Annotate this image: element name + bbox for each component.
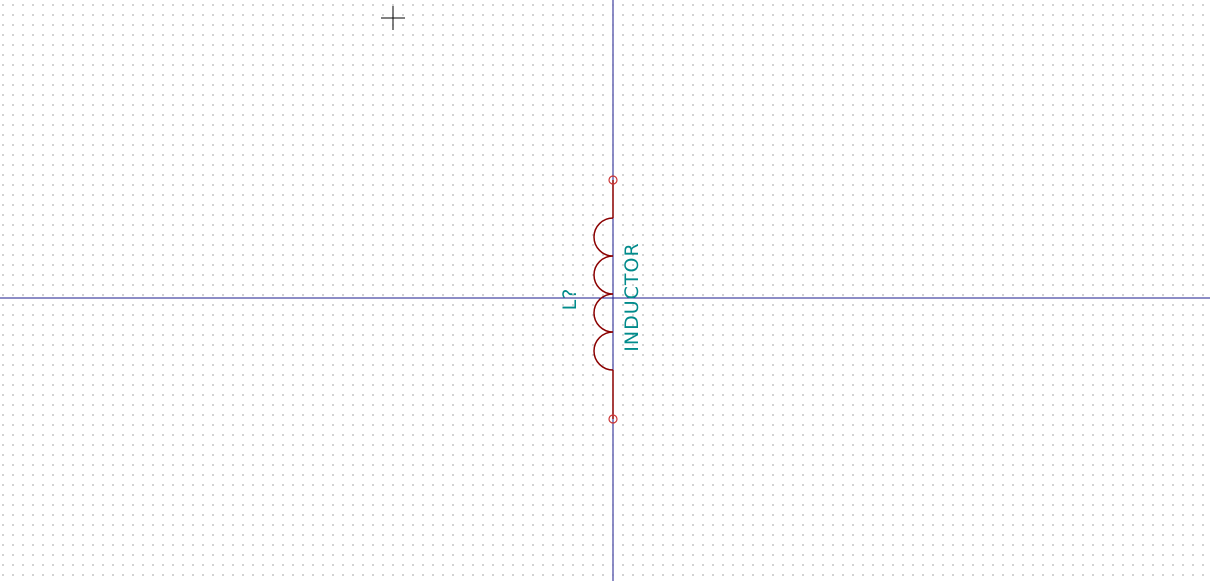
crosshair-cursor-icon [381, 6, 405, 30]
reference-designator[interactable]: L? [559, 288, 581, 311]
pin-2-endpoint[interactable] [608, 414, 618, 424]
inductor-coil [593, 217, 614, 371]
component-value[interactable]: INDUCTOR [621, 242, 643, 351]
inductor-symbol[interactable] [593, 175, 618, 424]
pin-1-endpoint[interactable] [608, 175, 618, 185]
